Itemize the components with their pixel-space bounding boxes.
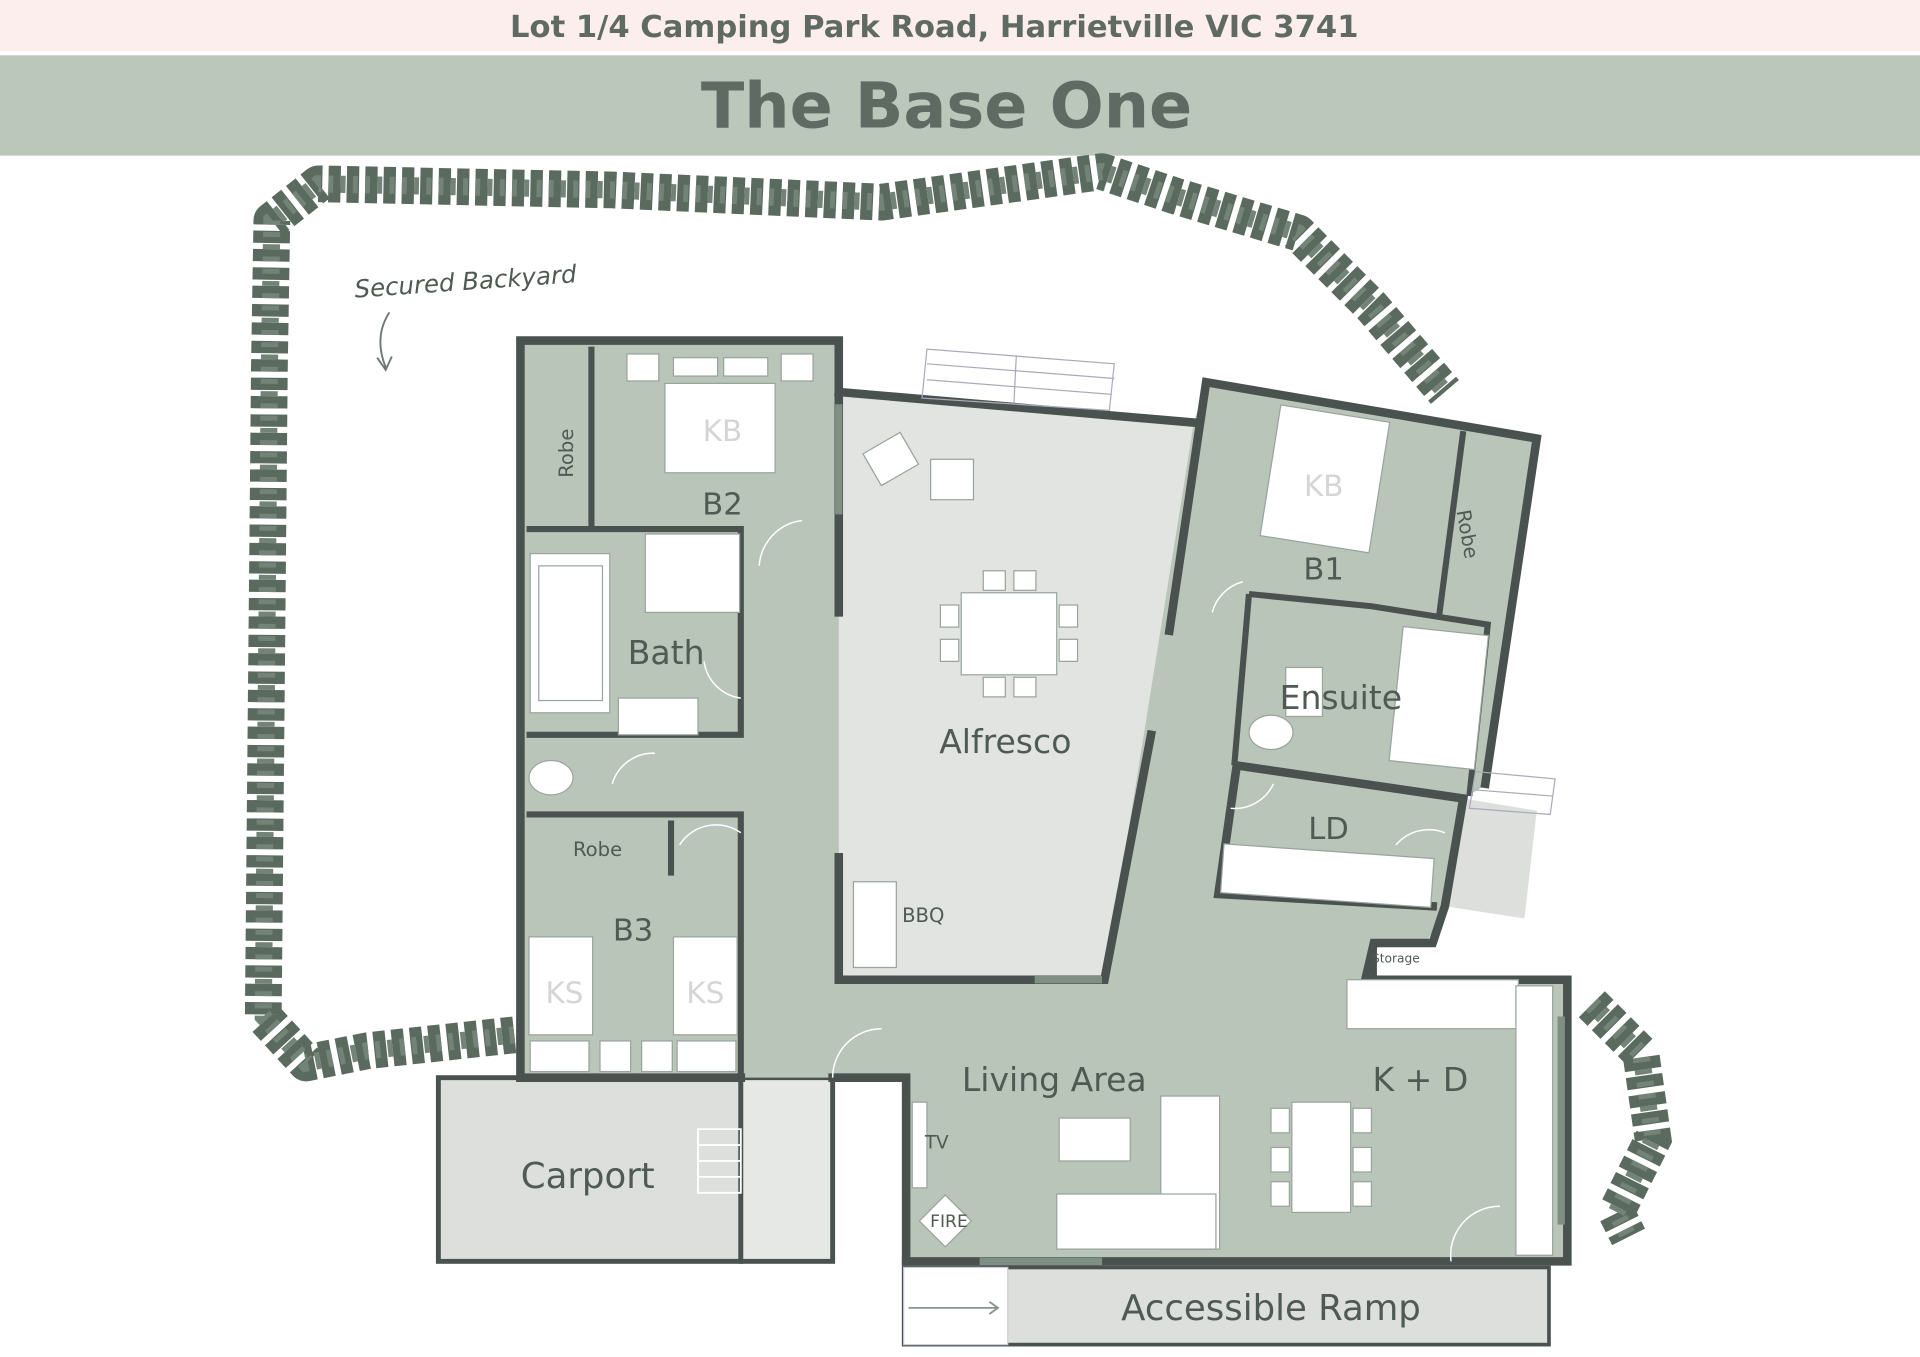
furniture	[528, 353, 1554, 1256]
room-ld: LD	[1308, 812, 1349, 847]
b3-bed1-label: KS	[546, 976, 584, 1010]
arrow-icon	[376, 311, 393, 372]
carport-area	[435, 1075, 744, 1264]
bbq-label: BBQ	[902, 904, 944, 927]
room-b1: B1	[1303, 552, 1343, 587]
room-b2: B2	[702, 487, 742, 522]
room-carport: Carport	[521, 1156, 655, 1197]
fire-label: FIRE	[930, 1212, 968, 1232]
backyard-label: Secured Backyard	[353, 259, 577, 303]
b3-robe-label: Robe	[573, 838, 622, 861]
b3-bed2-label: KS	[686, 976, 724, 1010]
b1-bed-label: KB	[1304, 469, 1343, 503]
tv-label: TV	[924, 1133, 949, 1154]
ramp-arrow-icon	[908, 1301, 1000, 1315]
title-band	[0, 55, 1920, 156]
room-ensuite: Ensuite	[1280, 678, 1402, 717]
room-accessible-ramp: Accessible Ramp	[1121, 1288, 1421, 1329]
room-b3: B3	[613, 914, 653, 949]
storage-label: Storage	[1372, 952, 1420, 966]
room-living-area: Living Area	[962, 1060, 1147, 1099]
page-title: The Base One	[701, 69, 1192, 143]
b2-bed-label: KB	[703, 414, 742, 448]
room-bath: Bath	[628, 633, 705, 672]
room-kitchen-dining: K + D	[1372, 1060, 1468, 1099]
address-banner	[0, 0, 1920, 52]
room-alfresco: Alfresco	[939, 722, 1071, 761]
b2-robe-label: Robe	[555, 429, 578, 478]
address-text: Lot 1/4 Camping Park Road, Harrietville …	[510, 10, 1358, 45]
